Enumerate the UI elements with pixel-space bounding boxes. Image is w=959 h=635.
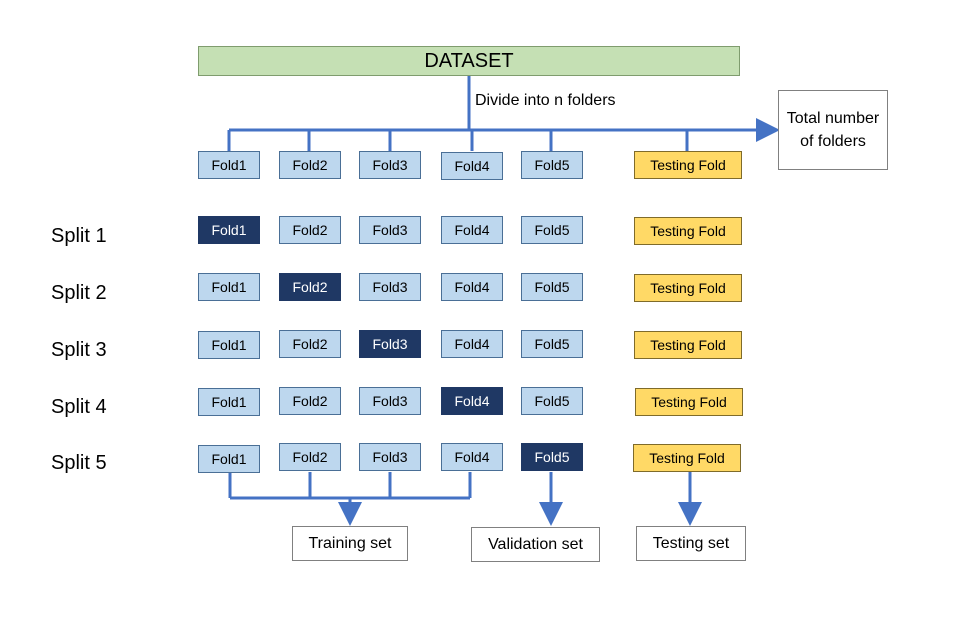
header-fold-4: Fold4 [441, 152, 503, 180]
split-label-5: Split 5 [51, 452, 107, 474]
split-label-2: Split 2 [51, 282, 107, 304]
split2-fold-3: Fold3 [359, 273, 421, 301]
split5-fold-2: Fold2 [279, 443, 341, 471]
split5-fold-5: Fold5 [521, 443, 583, 471]
split4-fold-1: Fold1 [198, 388, 260, 416]
split4-fold-2: Fold2 [279, 387, 341, 415]
split1-fold-4: Fold4 [441, 216, 503, 244]
split2-fold-5: Fold5 [521, 273, 583, 301]
split5-fold-4: Fold4 [441, 443, 503, 471]
split2-testing-fold: Testing Fold [634, 274, 742, 302]
header-testing-fold: Testing Fold [634, 151, 742, 179]
split3-fold-4: Fold4 [441, 330, 503, 358]
split5-fold-1: Fold1 [198, 445, 260, 473]
header-fold-5: Fold5 [521, 151, 583, 179]
split2-fold-2: Fold2 [279, 273, 341, 301]
split-label-4: Split 4 [51, 396, 107, 418]
dataset-box: DATASET [198, 46, 740, 76]
split1-fold-1: Fold1 [198, 216, 260, 244]
testing-set-box: Testing set [636, 526, 746, 561]
split2-fold-1: Fold1 [198, 273, 260, 301]
total-folders-label: Total number of folders [786, 110, 880, 150]
split5-fold-3: Fold3 [359, 443, 421, 471]
split1-fold-5: Fold5 [521, 216, 583, 244]
split1-fold-2: Fold2 [279, 216, 341, 244]
header-fold-1: Fold1 [198, 151, 260, 179]
split-label-3: Split 3 [51, 339, 107, 361]
header-fold-2: Fold2 [279, 151, 341, 179]
split2-fold-4: Fold4 [441, 273, 503, 301]
split-label-1: Split 1 [51, 225, 107, 247]
split1-fold-3: Fold3 [359, 216, 421, 244]
header-fold-3: Fold3 [359, 151, 421, 179]
split4-fold-4: Fold4 [441, 387, 503, 415]
split3-fold-3: Fold3 [359, 330, 421, 358]
split1-testing-fold: Testing Fold [634, 217, 742, 245]
split3-fold-1: Fold1 [198, 331, 260, 359]
total-folders-box: Total number of folders [778, 90, 888, 170]
split3-fold-2: Fold2 [279, 330, 341, 358]
split4-fold-5: Fold5 [521, 387, 583, 415]
split5-testing-fold: Testing Fold [633, 444, 741, 472]
validation-set-box: Validation set [471, 527, 600, 562]
split4-testing-fold: Testing Fold [635, 388, 743, 416]
split3-fold-5: Fold5 [521, 330, 583, 358]
training-set-box: Training set [292, 526, 408, 561]
split4-fold-3: Fold3 [359, 387, 421, 415]
split3-testing-fold: Testing Fold [634, 331, 742, 359]
divide-label: Divide into n folders [475, 92, 616, 109]
